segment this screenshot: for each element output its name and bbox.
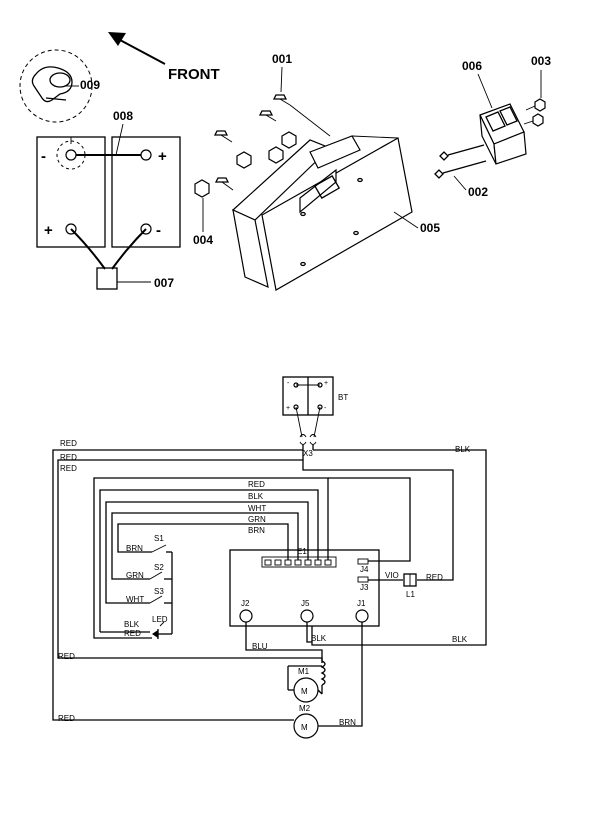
switch-s2 [149,571,172,580]
callout-002: 002 [468,185,488,199]
screws [213,94,331,191]
small-nuts [523,98,546,127]
battery-plus-sign-2: + [44,222,53,239]
m2-label: M2 [299,704,311,713]
callout-001: 001 [272,52,292,66]
wire-label-blu: BLU [252,642,268,651]
wire-red-l1 [302,460,454,581]
wire-label-wht: WHT [248,504,266,513]
wire-label-blk-3: BLK [452,635,468,644]
controller-board [229,549,380,627]
wire-label-vio: VIO [385,571,399,580]
wire-red-m1 [57,450,323,663]
callout-003: 003 [531,54,551,68]
battery-minus-sign-2: - [156,222,161,239]
j4-label: J4 [360,565,369,574]
m2-symbol: M [301,723,308,732]
callout-007: 007 [154,276,174,290]
j5-label: J5 [301,599,310,608]
callout-006: 006 [462,59,482,73]
wire-blk-main [311,449,487,646]
coil-l1 [403,573,417,587]
x3-label: X3 [303,449,313,458]
m1-symbol: M [301,687,308,696]
wire-wht [105,501,309,604]
terminal-j2 [239,609,253,623]
wire-label-red-2: RED [60,453,77,462]
wire-brn [117,523,289,560]
connector-e1 [261,556,337,568]
terminal-cap-detail [19,49,93,123]
j2-label: J2 [241,599,250,608]
led-indicator [100,612,173,639]
switch-s3 [149,595,172,604]
connector-j4 [328,477,411,565]
terminal-j5 [300,609,314,623]
wire-label-red-led: RED [124,629,141,638]
wire-label-grn: GRN [248,515,266,524]
wire-label-red-3: RED [60,464,77,473]
wire-red-harness [93,477,329,639]
wire-label-blk-j5: BLK [311,634,327,643]
e1-label: E1 [297,547,307,556]
mounting-bracket [231,135,413,291]
motor-m1 [287,660,326,703]
bt-minus: - [287,380,290,387]
bt-minus-2: - [324,405,327,412]
wire-label-brn-s1: BRN [126,544,143,553]
bt-label: BT [338,393,348,402]
bolts [434,144,487,179]
s2-label: S2 [154,563,164,572]
connector-j3 [357,576,403,583]
wire-label-blk-1: BLK [455,445,471,454]
wire-label-red-harness: RED [248,480,265,489]
callout-009: 009 [80,78,100,92]
motor-m2 [293,713,319,739]
wire-label-wht-s3: WHT [126,595,144,604]
battery-minus-sign: - [41,148,46,165]
wire-label-grn-s2: GRN [126,571,144,580]
switch-s1 [151,544,173,612]
bt-plus-2: + [286,405,290,412]
callout-004: 004 [193,233,213,247]
m1-label: M1 [298,667,310,676]
front-arrow [108,32,166,65]
wire-label-red-1: RED [60,439,77,448]
wire-grn [111,512,299,580]
terminal-j1 [355,609,369,623]
j3-label: J3 [360,583,369,592]
bt-plus: + [324,380,328,387]
battery-connector [70,228,147,290]
wire-label-red-5: RED [58,714,75,723]
wire-brn-m2 [318,622,363,727]
nuts [194,131,297,198]
wire-label-blk-led: BLK [124,620,140,629]
front-label: FRONT [168,66,220,83]
led-label: LED [152,615,168,624]
wire-red-m2 [52,449,303,721]
wire-label-red-4: RED [58,652,75,661]
battery-plus-sign: + [158,148,167,165]
callout-005: 005 [420,221,440,235]
wire-label-blk-2: BLK [248,492,264,501]
wire-label-brn-m2: BRN [339,718,356,727]
wire-blk-harness [99,489,319,632]
s1-label: S1 [154,534,164,543]
callout-008: 008 [113,109,133,123]
connector-x3 [299,434,317,445]
s3-label: S3 [154,587,164,596]
wire-blu [245,622,323,661]
l1-label: L1 [406,590,415,599]
wire-label-red-l1: RED [426,573,443,582]
j1-label: J1 [357,599,366,608]
wire-blk-j5 [306,622,312,643]
anderson-connector [479,103,527,165]
battery-bt [282,376,334,416]
wire-label-brn: BRN [248,526,265,535]
